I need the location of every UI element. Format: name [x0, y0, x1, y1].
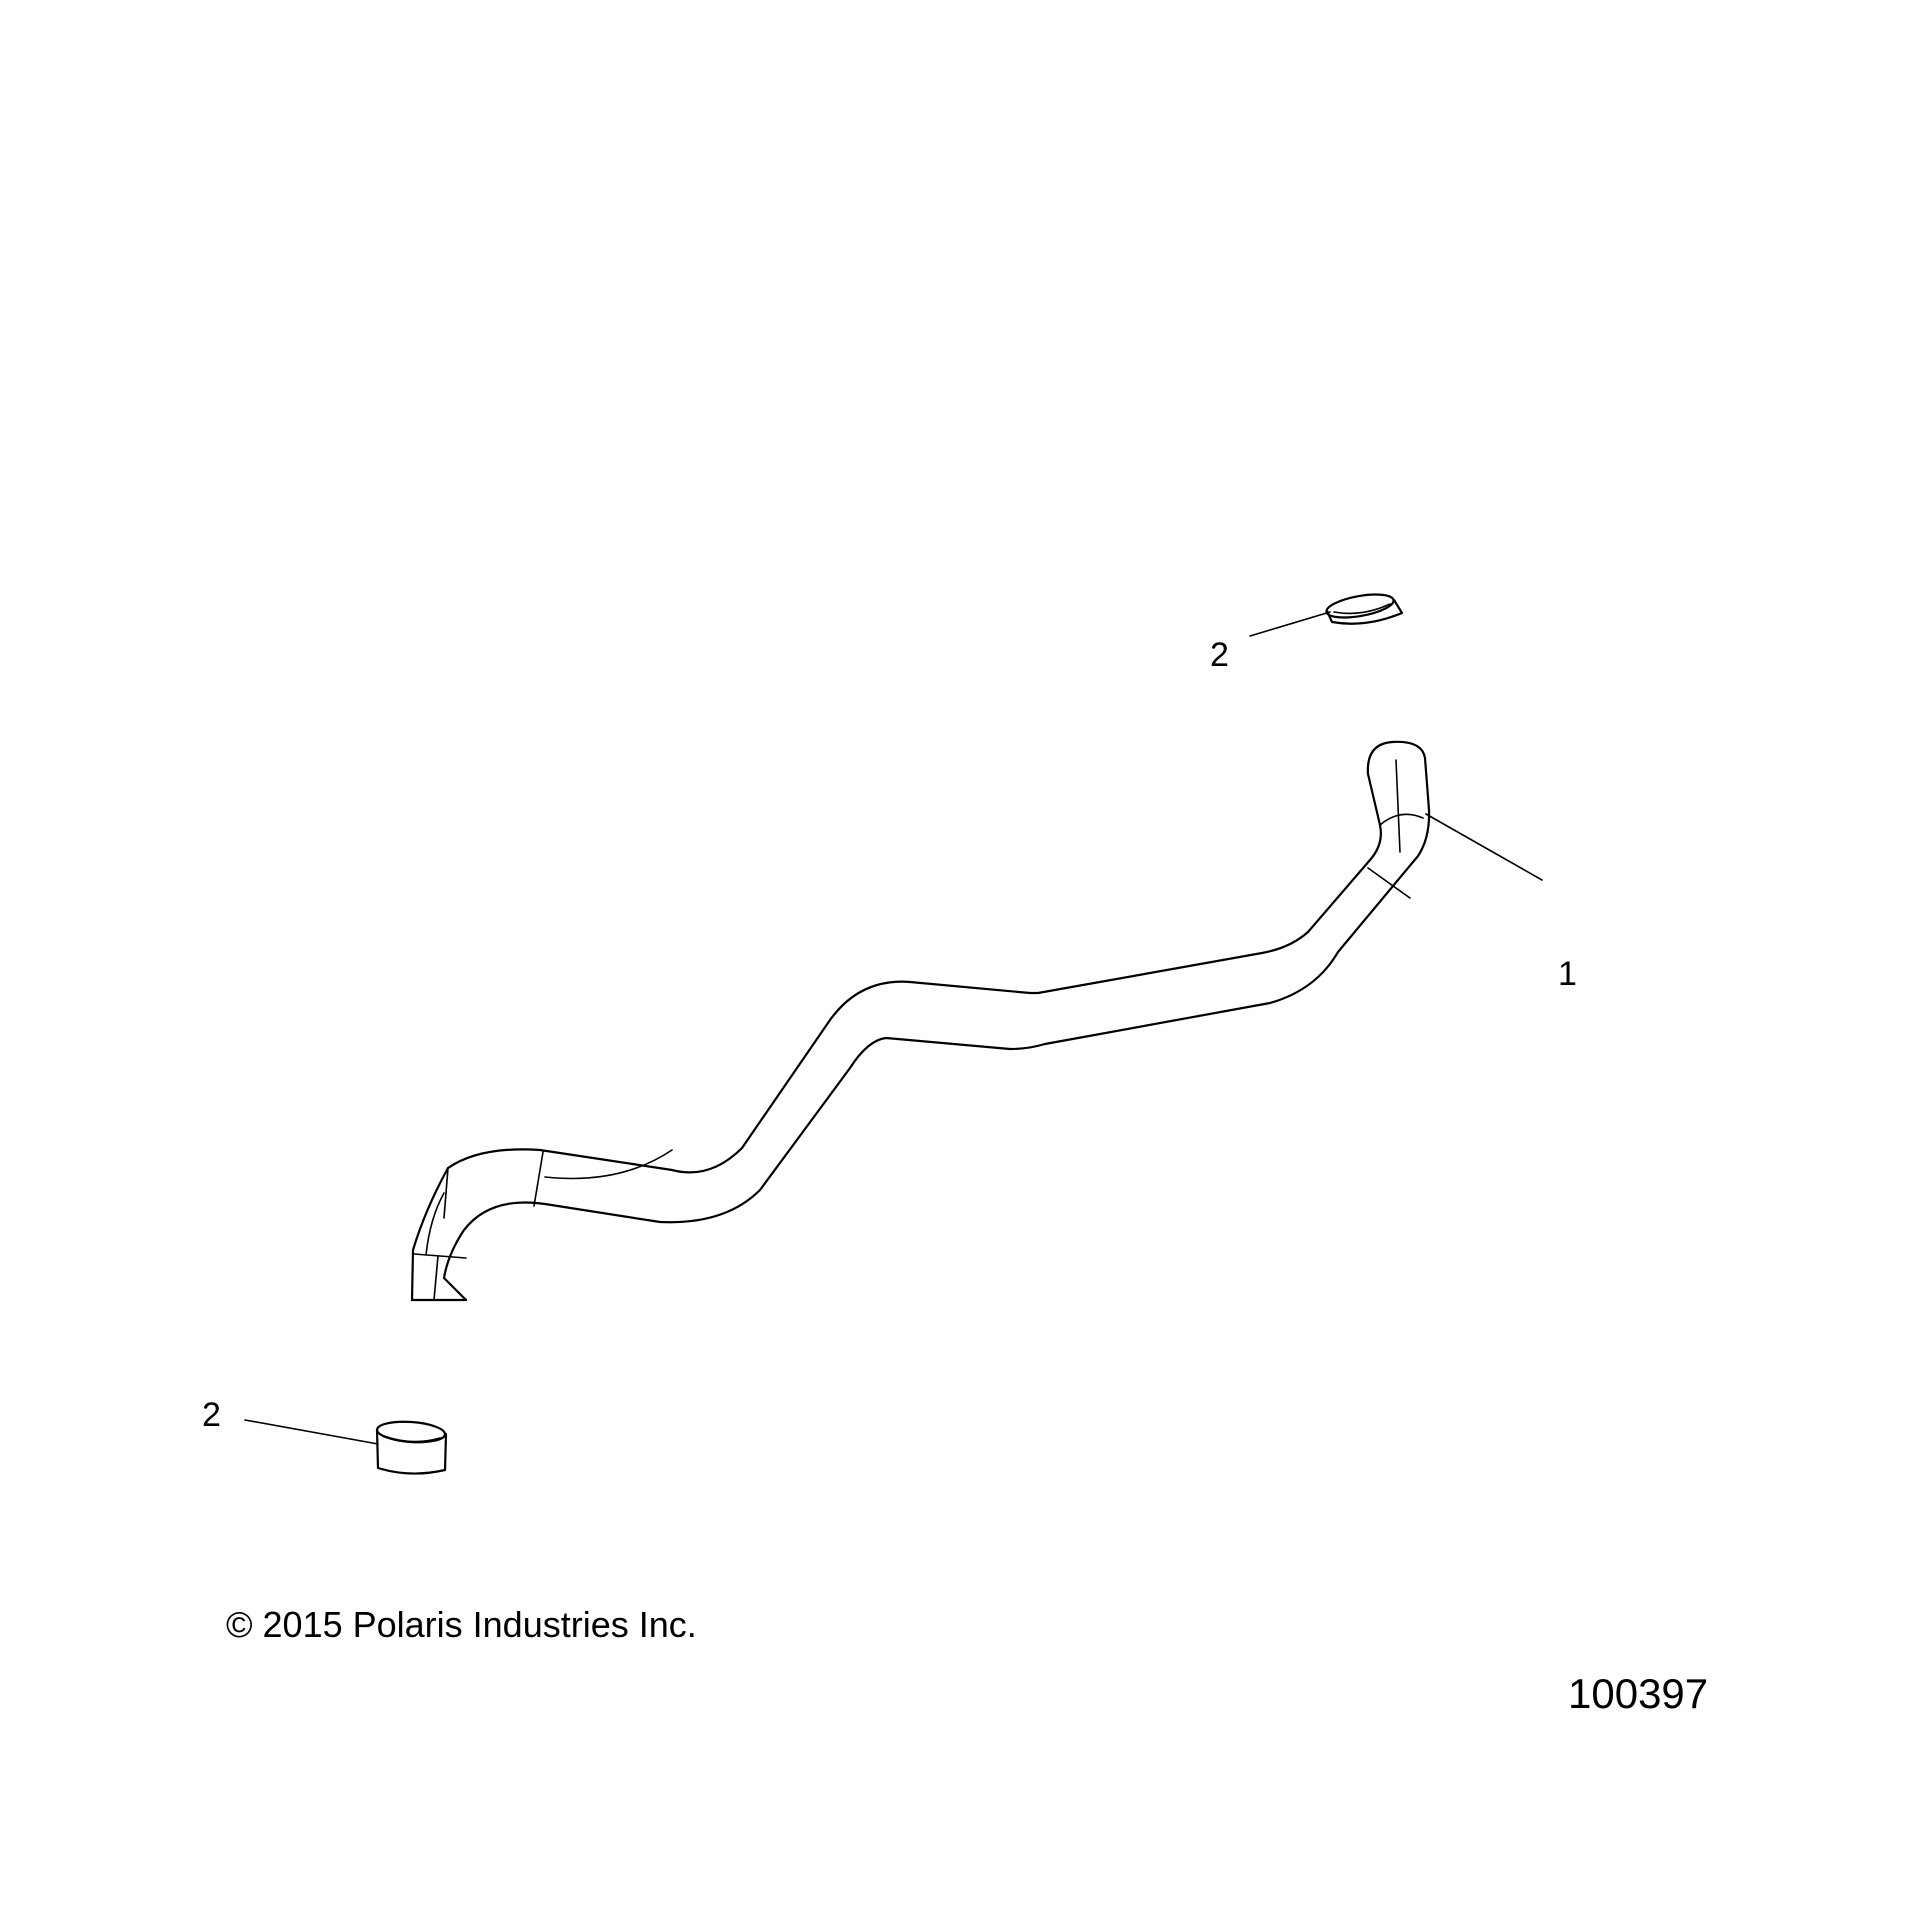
hose-upper-edge — [410, 772, 1382, 1302]
hose-lower-edge — [442, 756, 1431, 1302]
clamp-bottom-rim — [375, 1420, 447, 1444]
clamp-bottom-body — [375, 1428, 448, 1475]
clamp-top — [1325, 593, 1404, 625]
copyright-notice: © 2015 Polaris Industries Inc. — [226, 1604, 697, 1645]
clamp-top-body — [1325, 598, 1404, 625]
hose-seam-left-straight-b — [544, 1149, 673, 1180]
callout-2-bottom: 2 — [202, 1396, 221, 1434]
hose-top-end — [1366, 740, 1427, 776]
hose-seam-bottom-ring — [413, 1253, 467, 1259]
leader-line-2-top — [1249, 611, 1331, 637]
clamp-bottom-inner — [383, 1435, 441, 1443]
figure-number: 100397 — [1568, 1670, 1709, 1717]
hose-seam-elbow — [1367, 867, 1411, 899]
clamp-bottom — [375, 1420, 448, 1475]
clamp-top-inner — [1333, 603, 1391, 615]
leader-line-2-bottom — [244, 1419, 379, 1445]
hose-seam-top-center — [1395, 759, 1401, 853]
hose-seam-bottom-center — [433, 1255, 439, 1301]
hose-seam-left-bend — [443, 1167, 449, 1219]
hose-seam-left-straight-a — [533, 1151, 544, 1207]
hose-part — [410, 740, 1431, 1302]
leader-line-1 — [1425, 813, 1543, 881]
callout-1: 1 — [1558, 955, 1577, 993]
callout-2-top: 2 — [1210, 636, 1229, 674]
hose-seam-top-bend — [1379, 813, 1424, 826]
hose-seam-left-curve — [425, 1192, 445, 1256]
